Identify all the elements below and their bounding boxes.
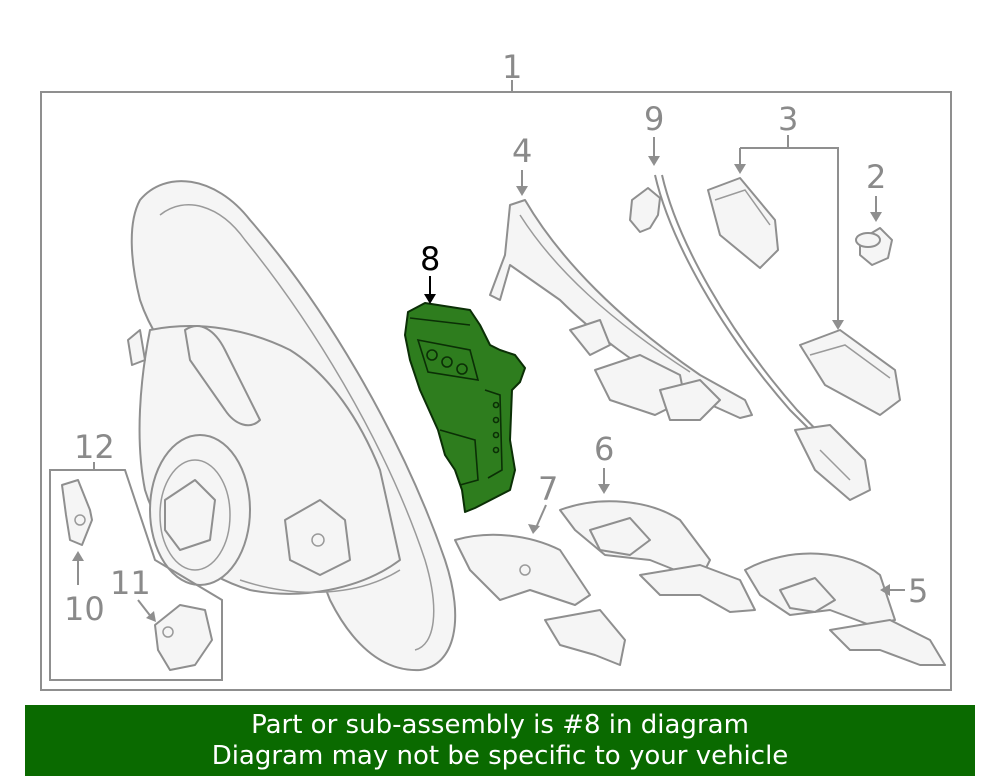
- part-11-bracket: [154, 604, 213, 671]
- callout-2: 2: [866, 158, 886, 196]
- callout-arrow-3b: [832, 320, 844, 330]
- callout-4: 4: [512, 132, 532, 170]
- part-6-cover: [559, 500, 756, 613]
- callout-8: 8: [420, 240, 440, 278]
- callout-arrow-10: [72, 551, 84, 561]
- assembly-frame: [40, 91, 952, 691]
- group-12-box: [49, 469, 223, 681]
- part-7-cover: [454, 533, 626, 666]
- callout-arrow-8: [424, 294, 436, 304]
- callout-12: 12: [74, 428, 115, 466]
- parts-diagram: 1 8 4: [40, 48, 952, 691]
- part-2-screw: [855, 227, 893, 266]
- callout-arrow-9: [648, 156, 660, 166]
- callout-arrow-2: [870, 212, 882, 222]
- callout-5: 5: [908, 572, 928, 610]
- callout-3: 3: [778, 100, 798, 138]
- callout-7: 7: [538, 470, 558, 508]
- callout-11: 11: [110, 564, 151, 602]
- callout-10: 10: [64, 590, 105, 628]
- part-5-cover: [744, 552, 946, 666]
- callout-6: 6: [594, 430, 614, 468]
- callout-bracket-3: [740, 147, 839, 325]
- callout-arrow-11: [146, 611, 156, 622]
- callout-arrow-6: [598, 484, 610, 494]
- highlighted-part-8: [404, 302, 526, 513]
- callout-9: 9: [644, 100, 664, 138]
- banner-line-1: Part or sub-assembly is #8 in diagram: [251, 710, 749, 740]
- part-9-cable: [629, 174, 871, 501]
- part-4-trim: [489, 199, 753, 421]
- info-banner: Part or sub-assembly is #8 in diagram Di…: [25, 705, 975, 776]
- part-10-clip: [61, 479, 93, 546]
- callout-arrow-4: [516, 186, 528, 196]
- callout-arrow-7: [528, 524, 540, 534]
- banner-line-2: Diagram may not be specific to your vehi…: [211, 741, 789, 771]
- callout-arrow-3a: [734, 164, 746, 174]
- callout-arrow-5: [880, 584, 890, 596]
- callout-1: 1: [502, 48, 522, 86]
- part-3-switches: [707, 177, 901, 416]
- steering-wheel: [127, 180, 457, 672]
